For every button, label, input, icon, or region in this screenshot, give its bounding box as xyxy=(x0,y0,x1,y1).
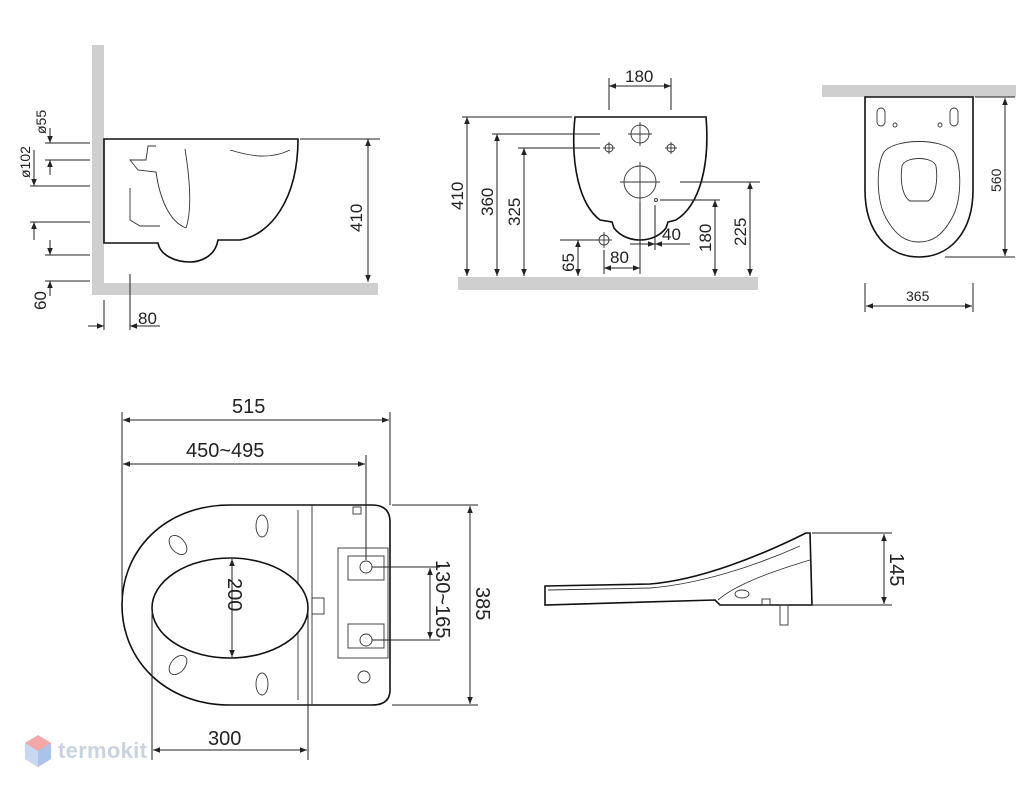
seat-side-outline xyxy=(544,532,813,606)
side-dim-102: ø102 xyxy=(17,146,33,178)
front-dim-180-side: 180 xyxy=(696,224,715,252)
hexagon-logo-icon xyxy=(25,735,51,767)
side-dim-lines xyxy=(30,128,380,330)
top-bowl-inner xyxy=(877,141,961,243)
seat-side-pipe xyxy=(779,604,789,626)
front-dim-lines xyxy=(462,78,760,276)
seat-side-dim-lines xyxy=(812,532,892,606)
seat-dim-515: 515 xyxy=(232,396,265,418)
top-dim-365: 365 xyxy=(906,288,930,304)
side-dim-55: ø55 xyxy=(33,110,49,134)
seat-mount-block xyxy=(337,547,389,659)
front-dim-40: 40 xyxy=(662,225,681,244)
seat-dim-450-495: 450~495 xyxy=(186,440,264,462)
side-bowl-trap xyxy=(129,145,291,229)
top-hole-left xyxy=(876,107,886,127)
front-floor xyxy=(458,277,758,290)
top-dim-lines xyxy=(864,96,1015,312)
seat-side-view: 145 xyxy=(544,532,907,626)
side-dim-80: 80 xyxy=(138,309,157,328)
seat-side-connector xyxy=(311,597,325,615)
seat-clip xyxy=(352,506,362,515)
seat-dim-200: 200 xyxy=(223,578,245,611)
seat-side-valve xyxy=(761,598,771,606)
side-floor xyxy=(92,283,378,295)
side-dim-60: 60 xyxy=(31,291,50,310)
side-wall xyxy=(92,45,104,295)
top-dot-right xyxy=(937,122,943,128)
side-view: ø55 ø102 60 80 410 xyxy=(17,45,380,330)
front-dim-80: 80 xyxy=(610,248,629,267)
top-view: 560 365 xyxy=(822,85,1016,312)
front-dim-325: 325 xyxy=(505,198,524,226)
seat-dim-300: 300 xyxy=(208,728,241,750)
seat-side-dim-145: 145 xyxy=(885,553,907,586)
side-dim-410: 410 xyxy=(347,204,366,232)
seat-side-lid-line xyxy=(547,545,811,601)
watermark: termokit xyxy=(24,734,147,768)
seat-dim-130-165: 130~165 xyxy=(431,560,453,638)
top-bowl-well xyxy=(900,158,938,202)
top-dim-560: 560 xyxy=(988,168,1004,192)
side-bowl-outline xyxy=(103,138,299,263)
front-dim-65: 65 xyxy=(559,253,578,272)
seat-top-view: 515 450~495 200 300 130~165 385 xyxy=(121,396,493,760)
front-dim-410: 410 xyxy=(448,182,467,210)
seat-dim-385: 385 xyxy=(471,587,493,620)
top-wall xyxy=(822,85,1016,97)
front-view: 180 410 360 325 225 180 40 80 65 xyxy=(448,67,760,290)
top-dot-left xyxy=(892,122,898,128)
watermark-text: termokit xyxy=(58,738,148,763)
front-holes xyxy=(596,122,677,248)
seat-dim-lines xyxy=(121,412,478,760)
front-dim-180-top: 180 xyxy=(625,67,653,86)
top-bowl-outline xyxy=(864,96,974,258)
seat-side-inlet xyxy=(734,589,750,599)
front-dim-360: 360 xyxy=(478,188,497,216)
seat-water-inlet xyxy=(357,670,371,684)
top-hole-right xyxy=(949,107,959,127)
seat-mount-bottom xyxy=(347,623,385,649)
front-dim-225: 225 xyxy=(731,218,750,246)
seat-bumpers xyxy=(168,514,269,696)
